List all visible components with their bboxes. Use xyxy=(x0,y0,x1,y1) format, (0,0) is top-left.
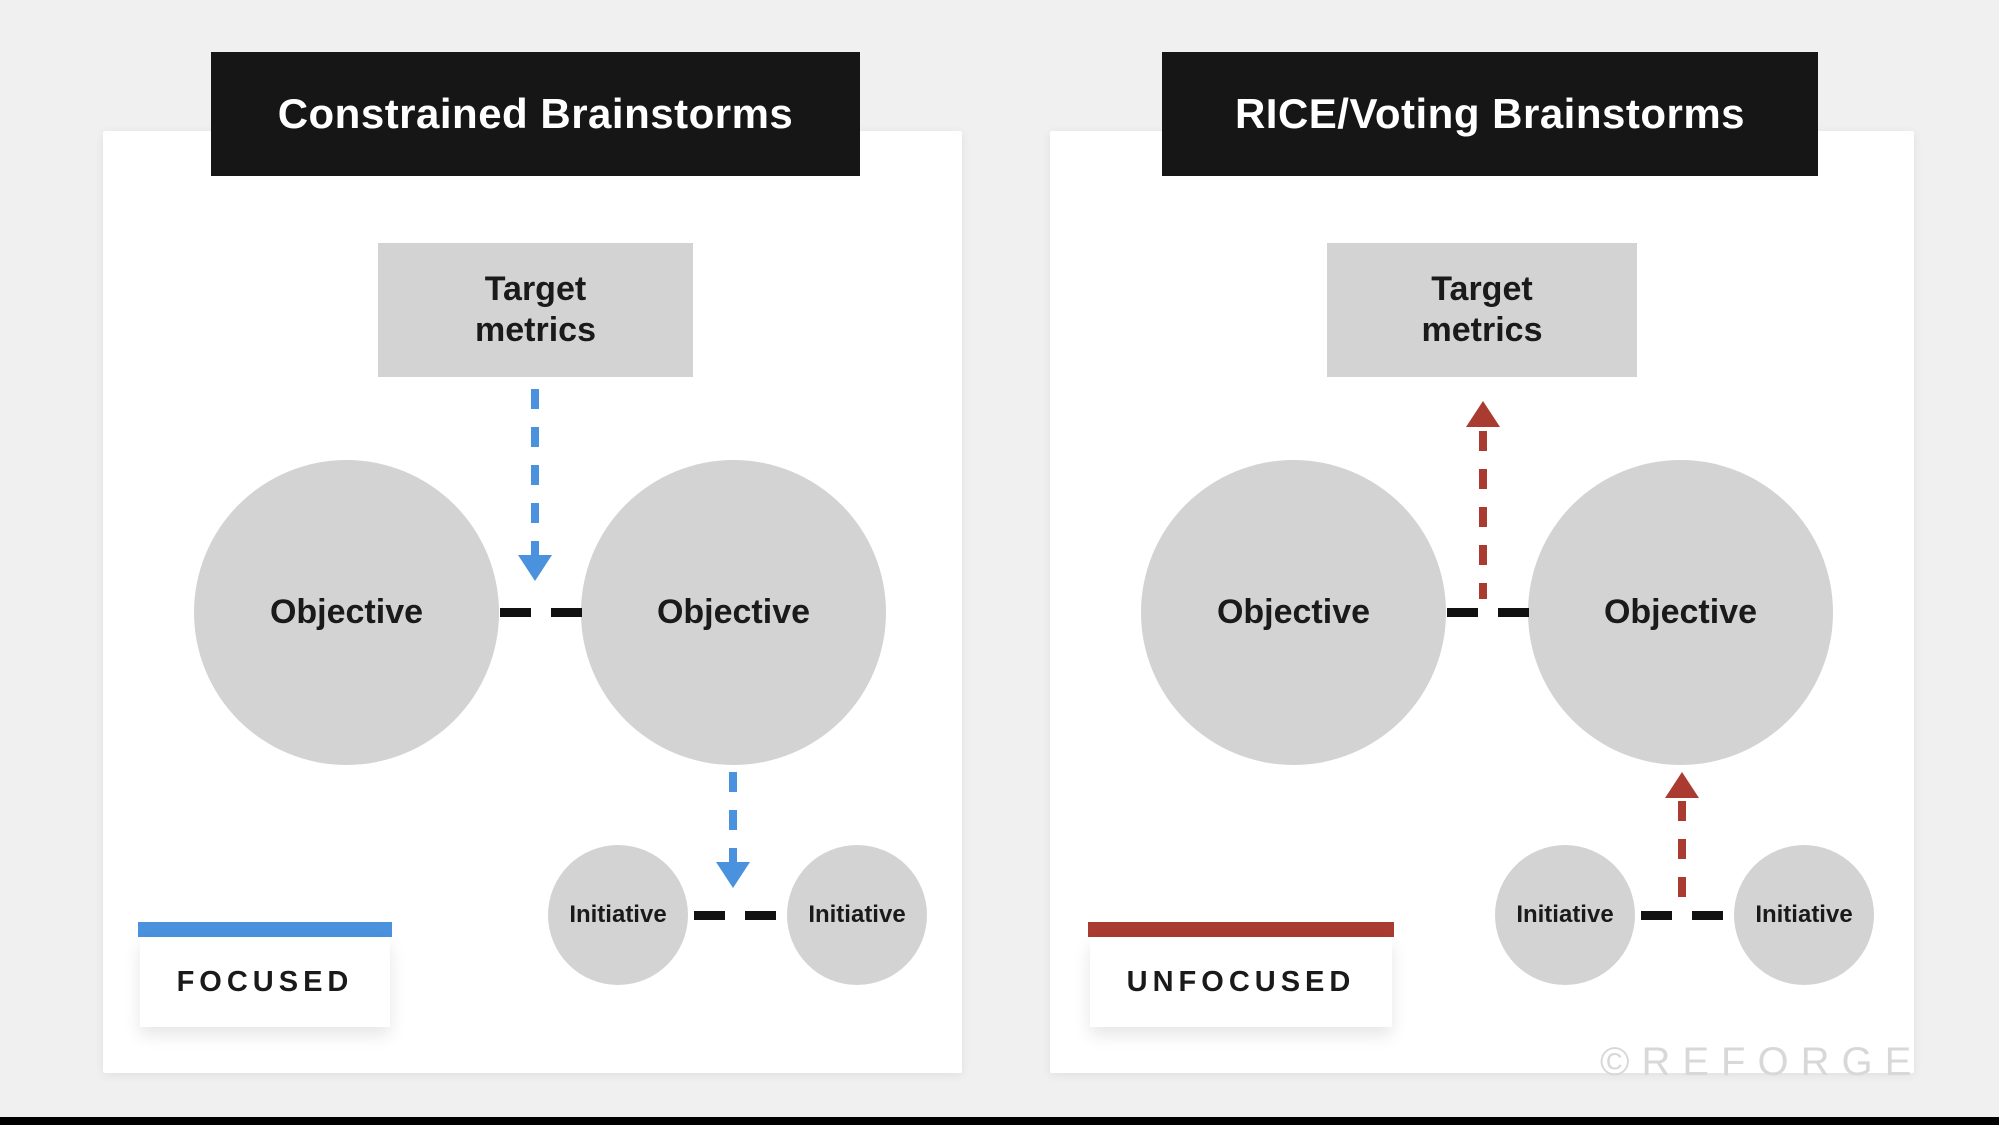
initiative-connector-dashes xyxy=(694,911,778,920)
metric-arrow-line xyxy=(531,389,539,555)
panel-title: RICE/Voting Brainstorms xyxy=(1234,90,1746,137)
objective-label: Objective xyxy=(1603,593,1758,631)
panel-title-bar: Constrained Brainstorms xyxy=(211,52,860,176)
objective-circle-right: Objective xyxy=(1528,460,1833,765)
target-metrics-label: Target metrics xyxy=(475,270,596,349)
badge-label: UNFOCUSED xyxy=(1126,965,1356,998)
objective-circle-right: Objective xyxy=(581,460,886,765)
objective-label: Objective xyxy=(269,593,424,631)
arrow-down-icon xyxy=(518,555,552,581)
objective-label: Objective xyxy=(1216,593,1371,631)
objective-connector-dashes xyxy=(500,608,582,617)
badge-card: FOCUSED xyxy=(140,937,390,1027)
initiative-label: Initiative xyxy=(808,901,906,928)
objective-connector-dashes xyxy=(1447,608,1529,617)
bottom-border-bar xyxy=(0,1117,1999,1125)
objective-circle-left: Objective xyxy=(1141,460,1446,765)
initiative-circle-left: Initiative xyxy=(1495,845,1635,985)
target-metrics-label: Target metrics xyxy=(1421,270,1543,349)
initiative-arrow-line xyxy=(729,772,737,862)
arrow-up-icon xyxy=(1665,772,1699,798)
initiative-connector-dashes xyxy=(1641,911,1725,920)
panel-title: Constrained Brainstorms xyxy=(277,90,794,137)
initiative-circle-right: Initiative xyxy=(787,845,927,985)
panel-rice-voting-brainstorms: RICE/Voting Brainstorms Target metrics O… xyxy=(1050,52,1914,1073)
target-metrics-box: Target metrics xyxy=(378,243,693,377)
initiative-circle-left: Initiative xyxy=(548,845,688,985)
panel-title-bar: RICE/Voting Brainstorms xyxy=(1162,52,1818,176)
reforge-watermark: ©REFORGE xyxy=(1600,1040,1924,1084)
initiative-label: Initiative xyxy=(1516,901,1614,928)
badge-accent-bar xyxy=(138,922,392,937)
arrow-down-icon xyxy=(716,862,750,888)
panel-constrained-brainstorms: Constrained Brainstorms Target metrics O… xyxy=(103,52,962,1073)
initiative-label: Initiative xyxy=(569,901,667,928)
arrow-up-icon xyxy=(1466,401,1500,427)
initiative-circle-right: Initiative xyxy=(1734,845,1874,985)
target-metrics-box: Target metrics xyxy=(1327,243,1637,377)
badge-card: UNFOCUSED xyxy=(1090,937,1392,1027)
badge-label: FOCUSED xyxy=(176,965,354,998)
badge-accent-bar xyxy=(1088,922,1394,937)
initiative-label: Initiative xyxy=(1755,901,1853,928)
objective-circle-left: Objective xyxy=(194,460,499,765)
metric-arrow-line xyxy=(1479,431,1487,599)
initiative-arrow-line xyxy=(1678,801,1686,905)
objective-label: Objective xyxy=(656,593,811,631)
